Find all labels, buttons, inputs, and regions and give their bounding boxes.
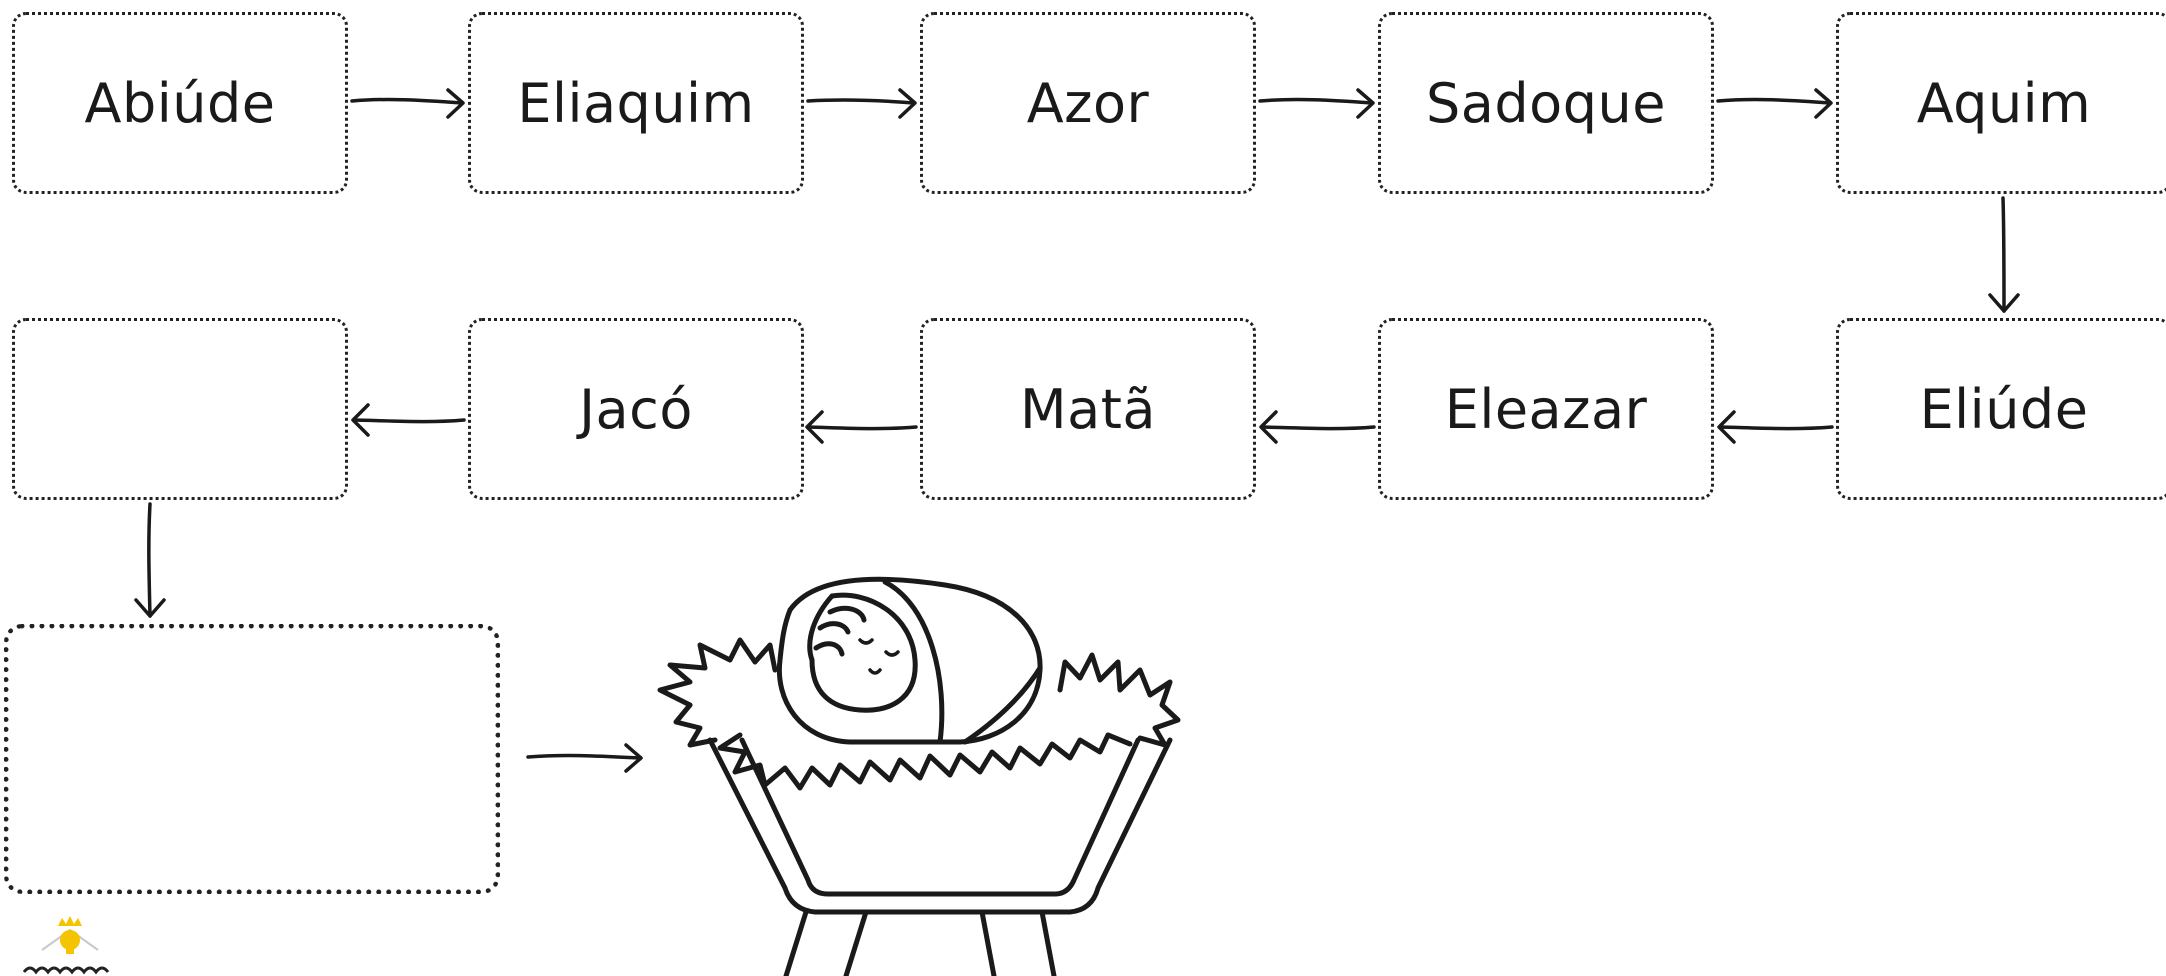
name-box-sadoque: Sadoque [1378, 12, 1714, 194]
name-label: Eliaquim [517, 71, 755, 135]
name-label: Azor [1026, 71, 1150, 135]
name-label: Matã [1020, 377, 1156, 441]
arrow-left-icon [805, 410, 918, 444]
name-box-jaco: Jacó [468, 318, 804, 500]
final-name-box-blank[interactable] [4, 624, 500, 894]
arrow-right-icon [1258, 88, 1375, 119]
name-box-azor: Azor [920, 12, 1256, 194]
arrow-left-icon [1717, 410, 1834, 444]
arrow-right-icon [1716, 88, 1833, 119]
name-box-eliaquim: Eliaquim [468, 12, 804, 194]
name-box-eleazar: Eleazar [1378, 318, 1714, 500]
lightbulb-icon [60, 930, 80, 950]
arrow-down-icon [1988, 196, 2020, 313]
name-label: Sadoque [1426, 71, 1666, 135]
arrow-right-icon [526, 743, 643, 773]
arrow-down-icon [134, 502, 166, 618]
name-box-abiude: Abiúde [12, 12, 348, 194]
name-box-mata: Matã [920, 318, 1256, 500]
name-box-blank[interactable] [12, 318, 348, 500]
name-label: Eliúde [1919, 377, 2089, 441]
name-label: Eleazar [1444, 377, 1648, 441]
arrow-left-icon [1259, 410, 1376, 444]
crown-icon [58, 916, 82, 926]
arrow-right-icon [806, 88, 917, 119]
baby-jesus-in-manger [657, 576, 1181, 976]
arrow-left-icon [351, 403, 466, 437]
name-box-eliude: Eliúde [1836, 318, 2166, 500]
crown-lightbulb-logo [22, 916, 110, 975]
name-label: Abiúde [84, 71, 276, 135]
name-label: Aquim [1916, 71, 2092, 135]
name-box-aquim: Aquim [1836, 12, 2166, 194]
name-label: Jacó [579, 377, 693, 441]
arrow-right-icon [350, 88, 465, 119]
